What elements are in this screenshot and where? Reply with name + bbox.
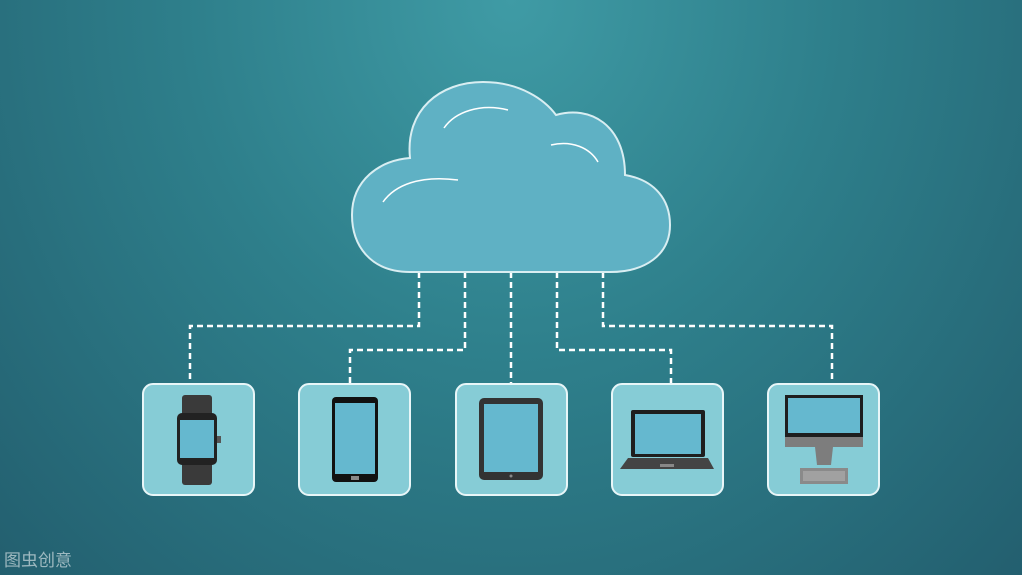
laptop-icon xyxy=(620,410,714,469)
smartwatch-icon xyxy=(177,395,221,485)
tablet-icon xyxy=(479,398,543,480)
connector-laptop xyxy=(555,272,673,384)
cloud-icon xyxy=(350,80,672,273)
connector-phone xyxy=(348,272,467,384)
desktop-icon xyxy=(785,395,863,484)
watermark: 图虫创意 xyxy=(4,551,72,571)
connector-watch xyxy=(188,272,421,384)
connector-lines xyxy=(188,272,834,384)
connector-desktop xyxy=(601,272,834,384)
smartphone-icon xyxy=(332,397,378,482)
